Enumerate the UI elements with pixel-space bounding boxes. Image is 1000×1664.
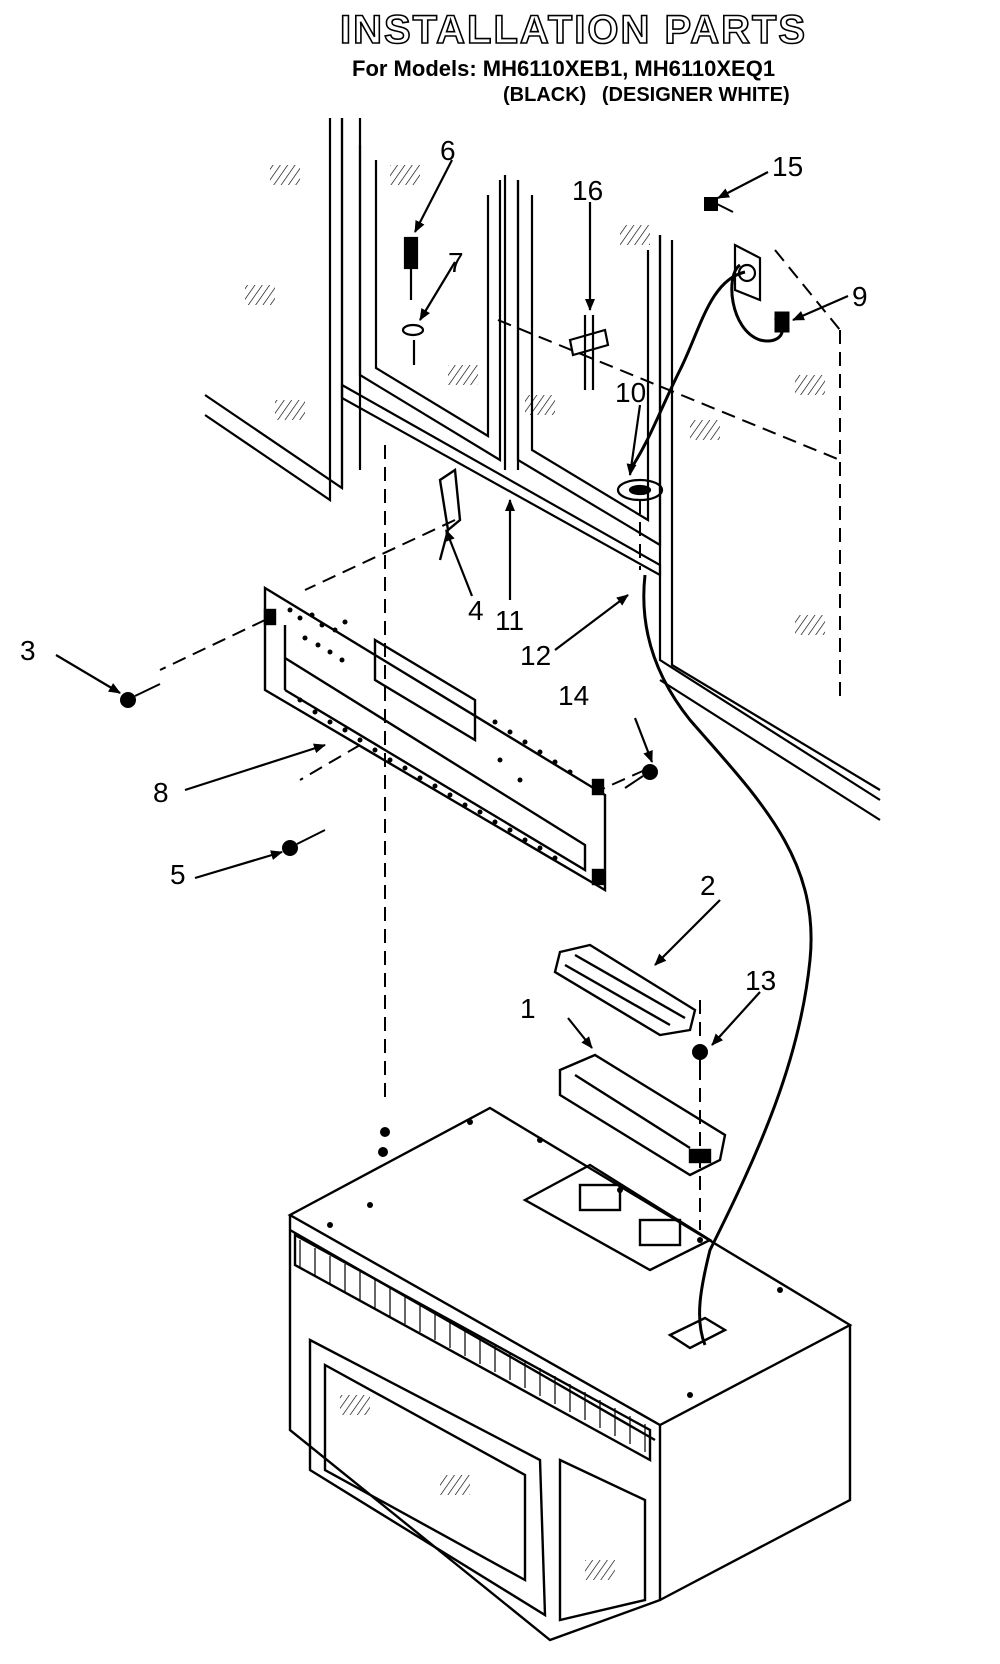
microwave-oven bbox=[287, 1106, 853, 1642]
vent-screw bbox=[692, 1044, 708, 1080]
callout-12: 12 bbox=[520, 640, 551, 671]
wall-cabinet bbox=[204, 118, 881, 821]
plate-screws bbox=[120, 683, 658, 856]
callout-1: 1 bbox=[520, 993, 536, 1024]
toggle-bolt bbox=[568, 315, 610, 390]
callout-15: 15 bbox=[772, 151, 803, 182]
callout-7: 7 bbox=[448, 247, 464, 278]
callout-5: 5 bbox=[170, 859, 186, 890]
callout-3: 3 bbox=[20, 635, 36, 666]
cord-grommet bbox=[616, 478, 664, 502]
cord-clamp bbox=[774, 311, 790, 333]
color-variants: (BLACK) (DESIGNER WHITE) bbox=[503, 84, 800, 107]
cabinet-bracket bbox=[438, 467, 462, 561]
callout-2: 2 bbox=[700, 870, 716, 901]
models-line: For Models: MH6110XEB1, MH6110XEQ1 bbox=[352, 56, 776, 81]
outlet-screw bbox=[704, 197, 734, 213]
callout-11: 11 bbox=[495, 605, 524, 636]
diagram-header: INSTALLATION PARTS For Models: MH6110XEB… bbox=[0, 0, 1000, 110]
callout-8: 8 bbox=[153, 777, 169, 808]
power-cord bbox=[628, 263, 813, 1346]
color-black-label: (BLACK) bbox=[503, 84, 587, 106]
callout-14: 14 bbox=[558, 680, 589, 711]
mounting-plate-dots bbox=[287, 607, 573, 861]
vent-tray bbox=[558, 1053, 727, 1177]
callout-4: 4 bbox=[468, 595, 484, 626]
callout-leaders bbox=[55, 159, 849, 1049]
vent-strip bbox=[553, 943, 697, 1037]
dashed-guides bbox=[159, 249, 841, 1230]
microwave-grille-lines bbox=[299, 1240, 646, 1452]
callout-16: 16 bbox=[572, 175, 603, 206]
callout-9: 9 bbox=[852, 281, 868, 312]
mounting-plate bbox=[263, 585, 607, 893]
callout-labels: 6 7 16 15 9 10 4 11 12 3 14 8 5 2 1 13 bbox=[20, 135, 868, 1024]
page-title: INSTALLATION PARTS bbox=[339, 7, 808, 53]
microwave-door-hatching bbox=[340, 1395, 615, 1580]
color-white-label: (DESIGNER WHITE) bbox=[601, 84, 790, 106]
microwave-top-holes bbox=[327, 1119, 783, 1398]
cabinet-glass-hatching bbox=[245, 165, 825, 635]
callout-13: 13 bbox=[745, 965, 776, 996]
callout-6: 6 bbox=[440, 135, 456, 166]
screw-and-washer bbox=[401, 236, 425, 365]
callout-10: 10 bbox=[615, 377, 646, 408]
